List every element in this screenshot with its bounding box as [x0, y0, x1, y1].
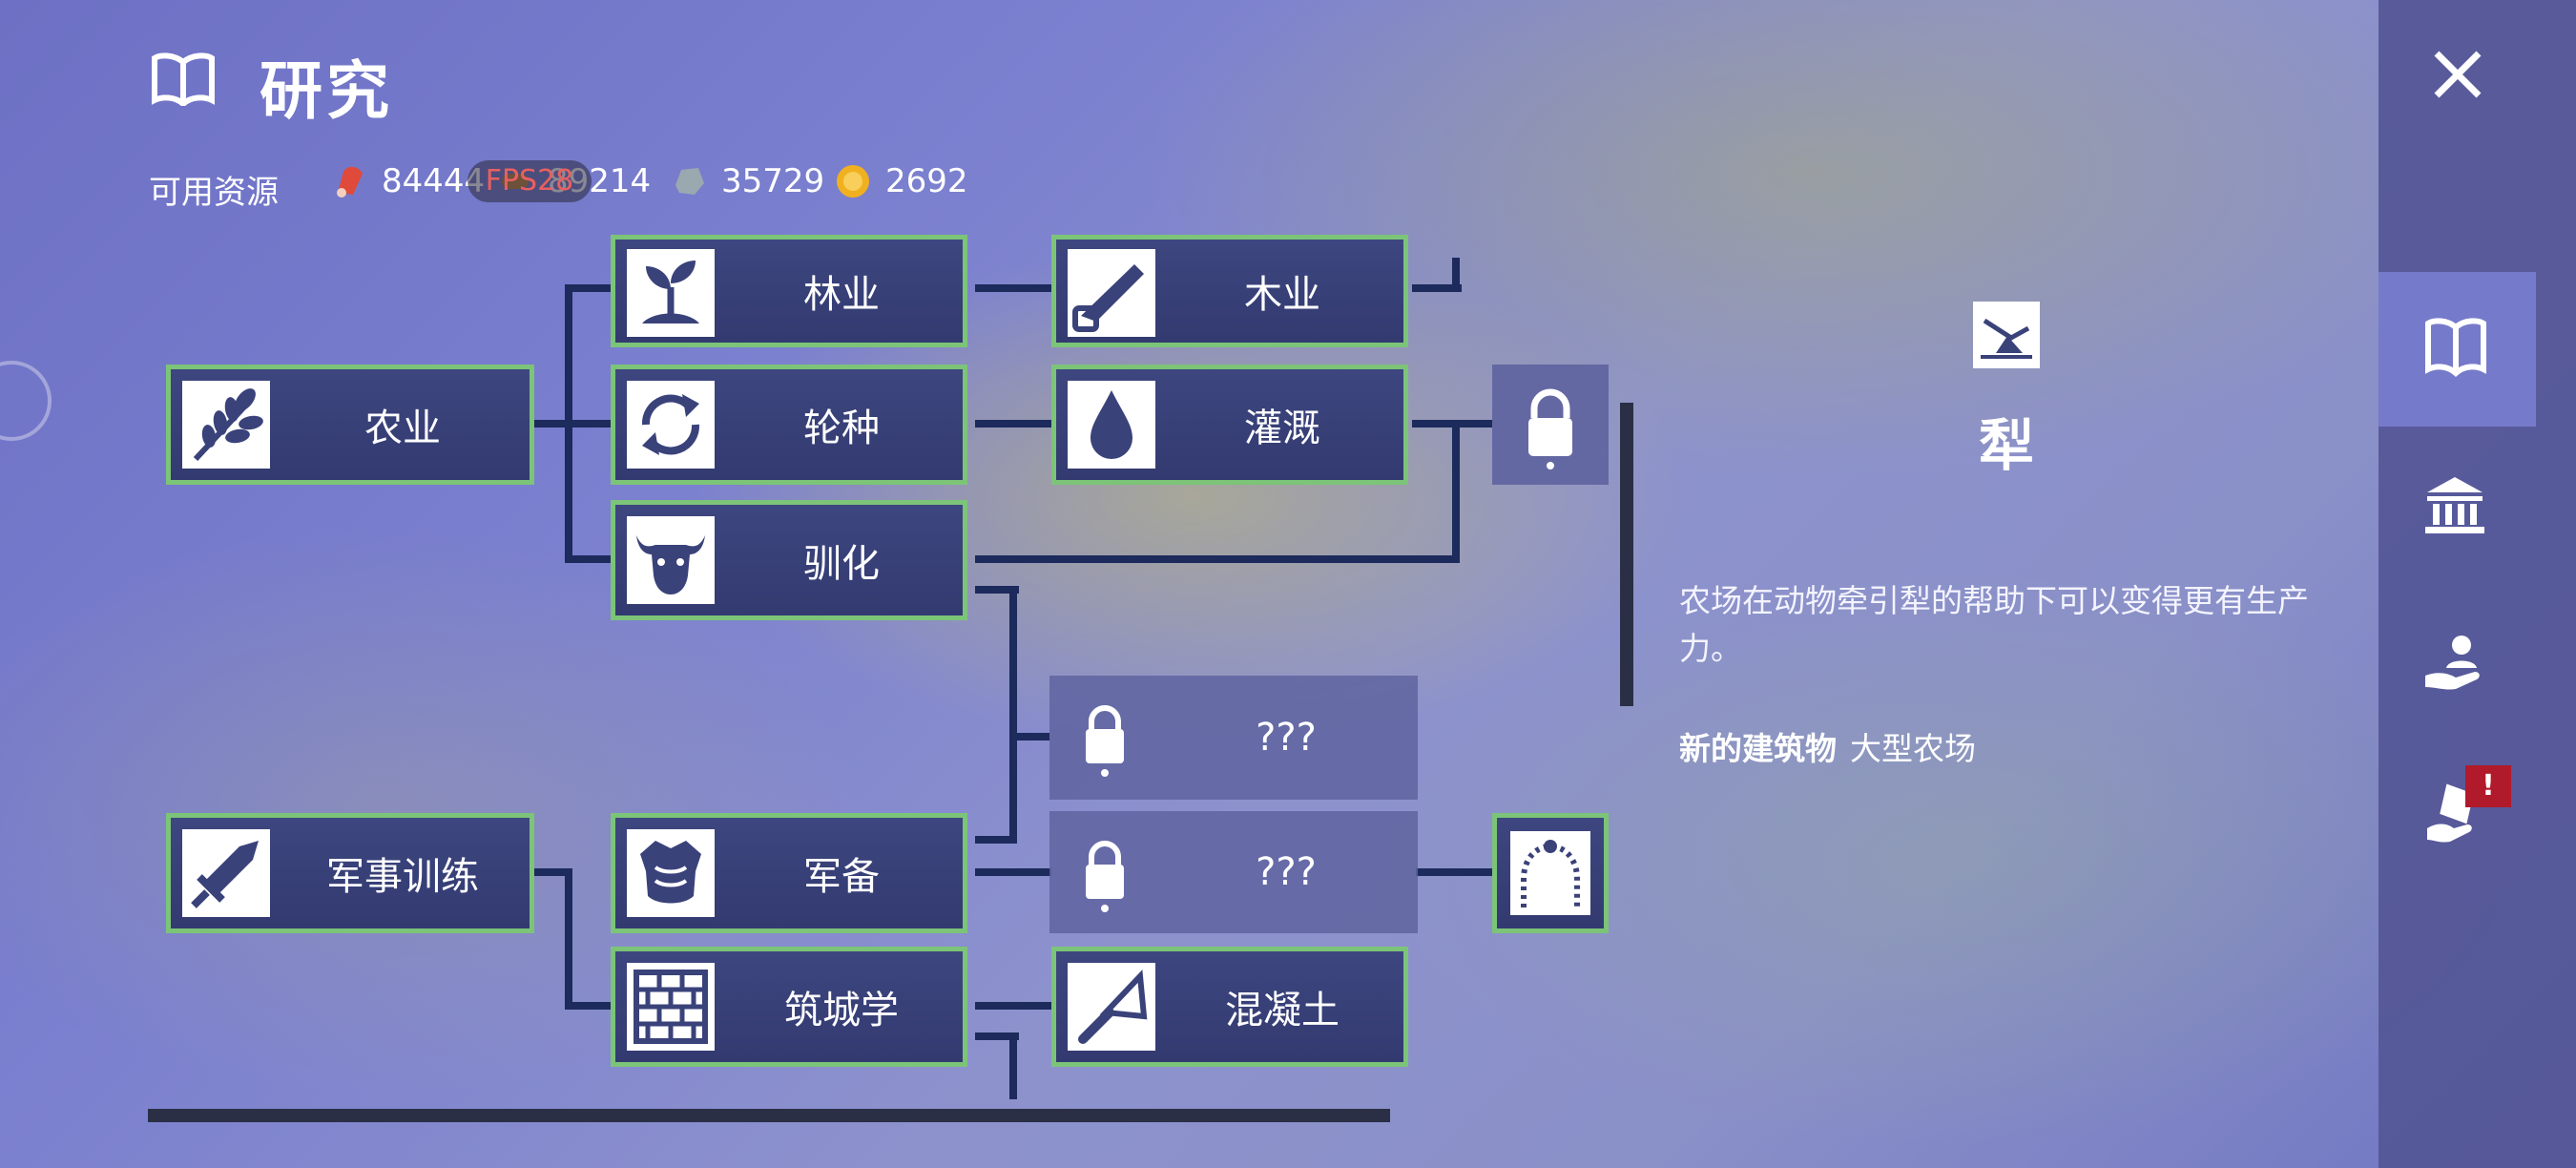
tech-label: 军事训练 — [326, 855, 479, 899]
sidebar — [2379, 0, 2576, 1168]
locked-tech-plough[interactable] — [1492, 365, 1609, 485]
new-buildings-value: 大型农场 — [1850, 730, 1976, 767]
resources-label: 可用资源 — [149, 174, 279, 212]
connector — [1009, 733, 1049, 740]
connector — [532, 420, 572, 428]
connector — [1452, 420, 1460, 563]
trowel-icon — [1068, 963, 1155, 1051]
armor-icon — [627, 829, 715, 917]
cow-icon — [627, 516, 715, 604]
brick-wall-icon — [627, 963, 715, 1051]
tech-node-concrete[interactable]: 混凝土 — [1051, 947, 1408, 1067]
tech-node-military[interactable]: 军事训练 — [166, 813, 534, 933]
plough-icon — [1973, 302, 2040, 368]
detail-description: 农场在动物牵引犁的帮助下可以变得更有生产力。 — [1679, 582, 2309, 667]
tech-label: 混凝土 — [1225, 989, 1340, 1032]
fps-counter: FPS28 — [467, 160, 592, 202]
wheat-icon — [182, 381, 270, 469]
detail-divider — [1620, 403, 1633, 706]
resource-gold-value: 2692 — [885, 162, 968, 200]
tech-label: ??? — [1256, 850, 1317, 894]
resource-stone-value: 35729 — [721, 162, 825, 200]
sprout-icon — [627, 249, 715, 337]
connector — [1452, 258, 1460, 292]
tech-label: 驯化 — [803, 542, 880, 586]
refresh-icon — [627, 381, 715, 469]
connector — [565, 555, 613, 563]
connector — [975, 420, 1051, 428]
connector — [1009, 586, 1017, 844]
book-icon — [152, 52, 215, 106]
tech-label: 灌溉 — [1244, 407, 1320, 450]
side-timer-icon[interactable] — [0, 361, 52, 441]
tech-label: 林业 — [803, 273, 880, 317]
connector — [565, 284, 613, 292]
sidebar-item-museum[interactable] — [2421, 471, 2488, 538]
tech-node-irrigation[interactable]: 灌溉 — [1051, 365, 1408, 485]
resource-meat: 84444 — [330, 162, 485, 200]
resource-stone: 35729 — [670, 162, 824, 200]
page-title: 研究 — [260, 54, 393, 128]
connector — [975, 284, 1051, 292]
tech-node-unknown-1[interactable]: ??? — [1049, 676, 1418, 800]
connector — [975, 1032, 1019, 1040]
lock-icon — [1528, 388, 1572, 469]
meat-icon — [337, 166, 363, 198]
connector — [565, 868, 572, 1010]
sidebar-item-quests[interactable] — [2421, 781, 2488, 847]
connector — [1412, 284, 1462, 292]
sidebar-item-research[interactable] — [2379, 272, 2536, 427]
tech-label: 军备 — [803, 855, 880, 899]
water-drop-icon — [1068, 381, 1155, 469]
connector — [565, 1002, 613, 1010]
tech-node-fortification[interactable]: 筑城学 — [611, 947, 967, 1067]
tech-label: 农业 — [364, 407, 441, 450]
tech-node-agriculture[interactable]: 农业 — [166, 365, 534, 485]
tech-label: 筑城学 — [784, 989, 899, 1032]
gold-icon — [837, 165, 869, 198]
tech-node-unknown-2[interactable]: ??? — [1049, 811, 1418, 933]
connector — [532, 868, 572, 876]
tech-label: ??? — [1256, 716, 1317, 760]
connector — [975, 1002, 1051, 1010]
connector — [975, 868, 1051, 876]
tech-label: 木业 — [1244, 273, 1320, 317]
connector — [975, 555, 1460, 563]
resource-gold: 2692 — [834, 162, 968, 200]
hand-scroll-icon — [2427, 783, 2474, 843]
connector — [975, 586, 1019, 594]
tree-scrollbar[interactable] — [148, 1109, 1390, 1122]
tech-node-arch[interactable] — [1492, 813, 1609, 933]
close-icon[interactable] — [2429, 46, 2486, 103]
tech-label: 轮种 — [803, 407, 880, 450]
lock-icon — [1061, 828, 1149, 916]
tech-node-woodwork[interactable]: 木业 — [1051, 235, 1408, 347]
arch-icon — [1510, 831, 1590, 915]
tech-node-rotation[interactable]: 轮种 — [611, 365, 967, 485]
notification-badge: ! — [2465, 765, 2511, 807]
new-buildings: 新的建筑物大型农场 — [1679, 723, 1976, 769]
book-icon — [2425, 318, 2486, 378]
connector — [1416, 868, 1496, 876]
museum-icon — [2425, 477, 2484, 533]
sidebar-item-people[interactable] — [2421, 630, 2488, 697]
connector — [1009, 1032, 1017, 1099]
detail-title: 犁 — [1978, 413, 2034, 478]
tech-node-domestication[interactable]: 驯化 — [611, 500, 967, 620]
stone-icon — [675, 168, 704, 195]
connector — [565, 420, 613, 428]
tech-node-forestry[interactable]: 林业 — [611, 235, 967, 347]
tech-node-armament[interactable]: 军备 — [611, 813, 967, 933]
new-buildings-label: 新的建筑物 — [1679, 730, 1837, 767]
saw-icon — [1068, 249, 1155, 337]
sword-icon — [182, 829, 270, 917]
connector — [975, 836, 1017, 844]
hand-person-icon — [2425, 636, 2480, 690]
lock-icon — [1061, 693, 1149, 781]
